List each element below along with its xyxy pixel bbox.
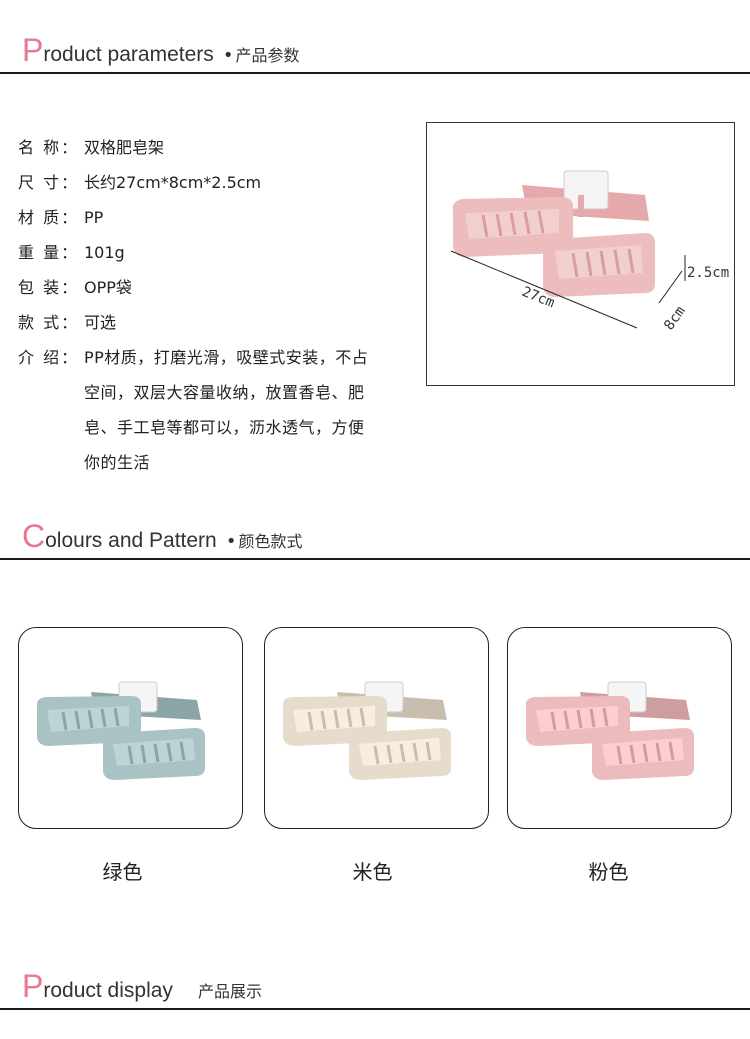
param-value: 长约27cm*8cm*2.5cm xyxy=(84,173,262,192)
right-tray-inner xyxy=(602,738,684,766)
tray-rib xyxy=(412,742,419,762)
param-label: 介 绍： xyxy=(18,348,80,367)
tray-rib xyxy=(113,707,120,727)
tray-rib xyxy=(668,741,675,761)
param-label: 款 式： xyxy=(18,313,80,332)
tray-rib xyxy=(589,708,596,728)
right-tray-inner xyxy=(113,738,195,766)
parameters-list: 名 称： 双格肥皂架 尺 寸： 长约27cm*8cm*2.5cm 材 质： PP… xyxy=(18,130,398,480)
section-title-initial: C xyxy=(22,518,46,554)
param-label: 包 装： xyxy=(18,278,80,297)
param-row-style: 款 式： 可选 xyxy=(18,305,398,340)
param-label: 材 质： xyxy=(18,208,80,227)
tray-rib xyxy=(359,707,366,727)
tray-rib xyxy=(346,708,353,728)
color-name-green: 绿色 xyxy=(102,860,143,884)
tray-rib xyxy=(61,711,68,731)
section-title-rest: roduct parameters xyxy=(43,43,214,66)
param-label: 名 称： xyxy=(18,138,80,157)
tray-rib xyxy=(550,711,557,731)
tray-rib xyxy=(74,710,81,730)
section-divider xyxy=(0,72,750,74)
tray-rib xyxy=(563,710,570,730)
width-label: 8cm xyxy=(661,303,689,333)
section-title-cn: 产品参数 xyxy=(235,46,300,65)
param-label: 尺 寸： xyxy=(18,173,80,192)
tray-rib xyxy=(140,744,147,764)
color-card-pink[interactable] xyxy=(507,627,732,829)
hook-clip xyxy=(578,195,584,217)
tray-rib xyxy=(320,710,327,730)
tray-rib xyxy=(127,745,134,765)
tray-rib xyxy=(399,743,406,763)
color-name-pink: 粉色 xyxy=(588,860,629,884)
section-title: Product parameters •产品参数 xyxy=(22,34,300,66)
param-value: OPP袋 xyxy=(84,278,132,297)
length-line xyxy=(450,250,638,329)
param-value: 可选 xyxy=(84,313,117,332)
section-title-rest: olours and Pattern xyxy=(45,529,217,552)
param-value: 101g xyxy=(84,243,125,262)
param-row-name: 名 称： 双格肥皂架 xyxy=(18,130,398,165)
right-tray-ribs xyxy=(571,248,635,278)
tray-rib xyxy=(425,741,432,761)
param-row-material: 材 质： PP xyxy=(18,200,398,235)
tray-rib xyxy=(153,743,160,763)
section-divider xyxy=(0,1008,750,1010)
soap-rack-image xyxy=(282,681,451,780)
tray-rib xyxy=(100,708,107,728)
tray-rib xyxy=(373,745,380,765)
tray-rib xyxy=(616,745,623,765)
param-value: 双格肥皂架 xyxy=(84,138,165,157)
param-intro-text: PP材质，打磨光滑，吸壁式安装，不占空间，双层大容量收纳，放置香皂、肥皂、手工皂… xyxy=(84,348,369,472)
soap-rack-image xyxy=(525,681,694,780)
tray-rib xyxy=(576,709,583,729)
section-title: Colours and Pattern •颜色款式 xyxy=(22,520,302,552)
tray-rib xyxy=(333,709,340,729)
tray-rib xyxy=(642,743,649,763)
tray-rib xyxy=(602,707,609,727)
soap-rack-dimension-image: 27cm 8cm 2.5cm xyxy=(450,170,729,333)
dimension-diagram: 27cm 8cm 2.5cm xyxy=(426,122,735,386)
section-header-display: Product display 产品展示 xyxy=(0,970,750,1010)
section-title-dot: • xyxy=(225,531,237,552)
tray-rib xyxy=(87,709,94,729)
tray-rib xyxy=(179,741,186,761)
param-row-intro: 介 绍： PP材质，打磨光滑，吸壁式安装，不占空间，双层大容量收纳，放置香皂、肥… xyxy=(18,340,398,480)
param-value: PP xyxy=(84,208,104,227)
section-header-colours: Colours and Pattern •颜色款式 xyxy=(0,520,750,560)
tray-rib xyxy=(307,711,314,731)
section-title-initial: P xyxy=(22,968,44,1004)
left-tray-inner xyxy=(536,706,618,732)
soap-rack-image xyxy=(36,681,205,780)
section-title-dot: • xyxy=(222,45,234,66)
section-title-rest: roduct display xyxy=(43,979,173,1002)
tray-rib xyxy=(386,744,393,764)
tray-rib xyxy=(655,742,662,762)
color-card-beige[interactable] xyxy=(264,627,489,829)
section-title-initial: P xyxy=(22,32,44,68)
section-header-parameters: Product parameters •产品参数 xyxy=(0,34,750,74)
left-tray-inner xyxy=(47,706,129,732)
tray-rib xyxy=(629,744,636,764)
section-title-cn: 颜色款式 xyxy=(238,532,303,551)
wall-hook xyxy=(563,170,609,210)
param-label: 重 量： xyxy=(18,243,80,262)
section-title-cn: 产品展示 xyxy=(198,982,263,1001)
param-row-packaging: 包 装： OPP袋 xyxy=(18,270,398,305)
tray-rib xyxy=(166,742,173,762)
color-card-green[interactable] xyxy=(18,627,243,829)
right-tray-inner xyxy=(359,738,441,766)
color-name-beige: 米色 xyxy=(352,860,393,884)
param-row-weight: 重 量： 101g xyxy=(18,235,398,270)
height-label: 2.5cm xyxy=(687,265,729,281)
section-divider xyxy=(0,558,750,560)
param-row-size: 尺 寸： 长约27cm*8cm*2.5cm xyxy=(18,165,398,200)
left-tray-inner xyxy=(293,706,375,732)
width-line xyxy=(658,270,683,304)
section-title: Product display 产品展示 xyxy=(22,970,262,1002)
left-tray-ribs xyxy=(481,210,545,238)
